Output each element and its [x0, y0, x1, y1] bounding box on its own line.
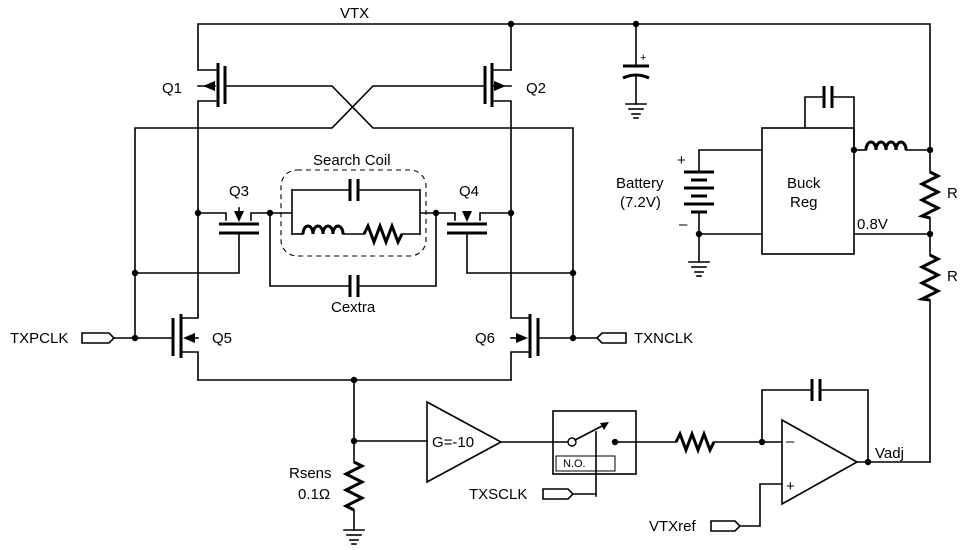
- battery-label: Battery: [616, 175, 664, 192]
- battery-minus: –: [679, 216, 688, 233]
- no-switch: [552, 410, 637, 497]
- q6-transistor: [510, 215, 574, 381]
- search-coil-label: Search Coil: [313, 152, 391, 169]
- no-label: N.O.: [563, 458, 586, 470]
- ground-symbol: [625, 103, 647, 119]
- v08-label: 0.8V: [857, 216, 888, 233]
- txnclk-label: TXNCLK: [634, 330, 693, 347]
- r-top-label: R: [947, 185, 958, 202]
- vtxref-port: [710, 520, 742, 532]
- common-source-wire: [197, 376, 512, 463]
- battery-plus: +: [677, 152, 686, 169]
- txsclk-port: [542, 488, 597, 500]
- vtx-rail: [197, 20, 931, 151]
- buck-label-1: Buck: [787, 175, 821, 192]
- cextra-capacitor: [269, 212, 437, 297]
- q1-transistor: [197, 63, 227, 217]
- op-amp: [739, 299, 931, 527]
- q2-transistor: [483, 63, 512, 217]
- cextra-label: Cextra: [331, 299, 376, 316]
- q3-transistor: [134, 207, 271, 274]
- vtxref-label: VTXref: [649, 518, 697, 535]
- search-coil: [266, 169, 440, 257]
- txpclk-port: [81, 332, 136, 344]
- txnclk-port: [572, 332, 627, 344]
- rsens-value: 0.1Ω: [298, 486, 330, 503]
- vtx-capacitor: +: [622, 23, 650, 105]
- q1-label: Q1: [162, 80, 182, 97]
- q2-label: Q2: [526, 80, 546, 97]
- opamp-minus: –: [786, 433, 795, 450]
- divider-resistors: [916, 146, 942, 302]
- cross-coupling-wires: [134, 85, 574, 339]
- vadj-label: Vadj: [875, 445, 904, 462]
- input-resistor: [635, 429, 783, 455]
- txsclk-label: TXSCLK: [469, 486, 527, 503]
- q4-transistor: [435, 209, 574, 274]
- q6-label: Q6: [475, 330, 495, 347]
- q4-label: Q4: [459, 183, 479, 200]
- rsens-resistor: [342, 460, 366, 545]
- buck-regulator: [761, 86, 931, 255]
- battery-voltage: (7.2V): [620, 194, 661, 211]
- q5-label: Q5: [212, 330, 232, 347]
- txpclk-label: TXPCLK: [10, 330, 68, 347]
- rsens-label: Rsens: [289, 465, 332, 482]
- opamp-plus: +: [786, 478, 795, 495]
- cap-plus-label: +: [640, 52, 646, 64]
- r-bottom-label: R: [947, 268, 958, 285]
- gain-label: G=-10: [432, 434, 474, 451]
- q3-label: Q3: [229, 183, 249, 200]
- battery: [684, 149, 763, 277]
- q5-transistor: [134, 215, 199, 381]
- vtx-label: VTX: [340, 5, 369, 22]
- buck-label-2: Reg: [790, 194, 818, 211]
- gain-amplifier: [426, 400, 554, 484]
